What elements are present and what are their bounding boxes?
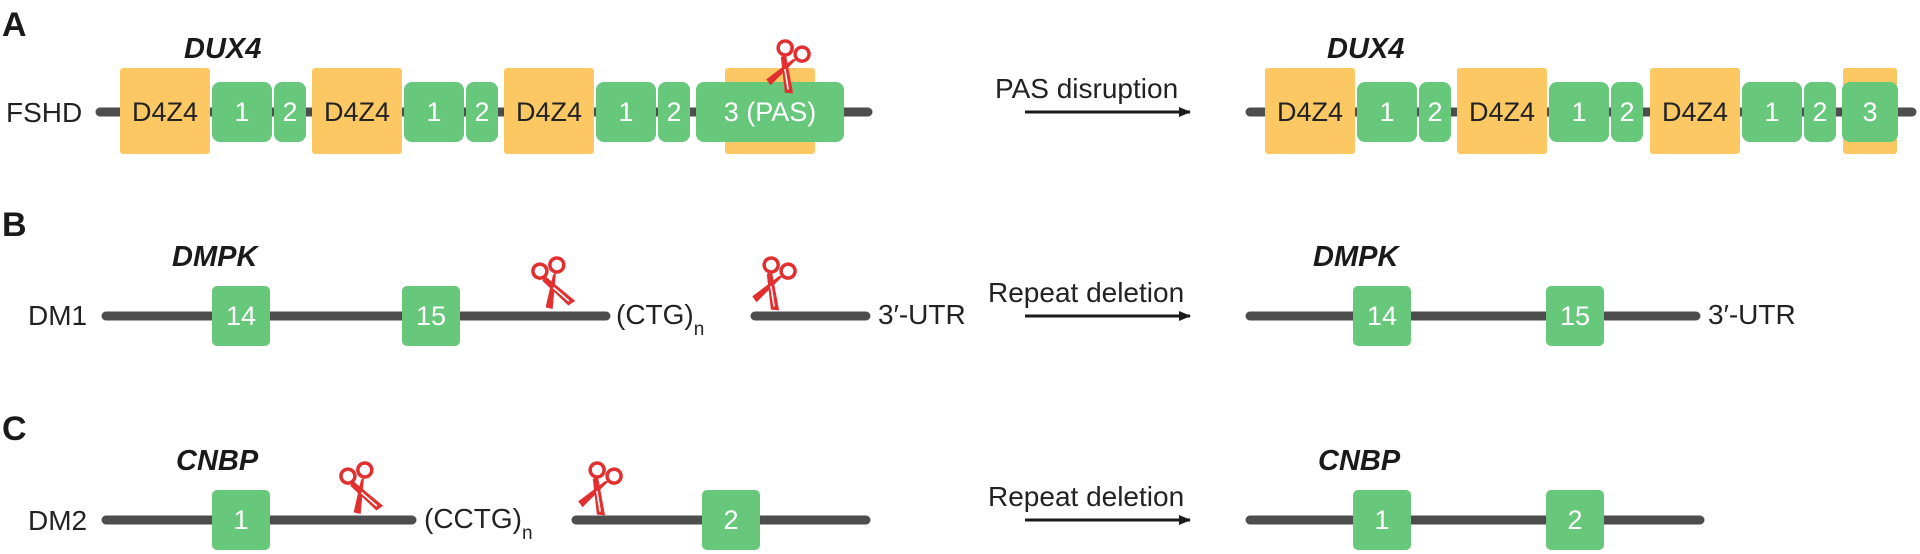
scissors-icon [574, 459, 625, 520]
gene-name-cnbp: CNBP [176, 445, 259, 477]
d4z4-unit [1457, 68, 1547, 154]
exon-box [1611, 82, 1643, 142]
exon-box [702, 490, 760, 550]
row-label-fshd: FSHD [6, 97, 82, 128]
exon-label: 2 [1427, 97, 1442, 127]
exon-label: 2 [1619, 97, 1634, 127]
exon-label: 2 [1812, 97, 1827, 127]
row-label-dm1: DM1 [28, 300, 87, 331]
scissors-icon [748, 254, 799, 315]
exon-box [1353, 490, 1411, 550]
repeat-array-before: D4Z4 1 2 D4Z4 1 2 D4Z4 1 2 3 (PAS) [120, 68, 844, 154]
exon-box [1419, 82, 1451, 142]
utr-label-before: 3′-UTR [878, 299, 966, 330]
exon-box [1549, 82, 1609, 142]
exon-label: 1 [618, 97, 633, 127]
exon-label: 14 [226, 301, 256, 331]
exon-label: 1 [1379, 97, 1394, 127]
scissors-icon [337, 459, 388, 520]
gene-name-dux4: DUX4 [184, 33, 261, 65]
d4z4-unit [1650, 68, 1740, 154]
exon-label: 1 [1571, 97, 1586, 127]
d4z4-unit [312, 68, 402, 154]
exon-label: 14 [1367, 301, 1397, 331]
exon-label: 2 [723, 505, 738, 535]
gene-name-dmpk: DMPK [172, 241, 259, 273]
exon-label: 2 [474, 97, 489, 127]
exons-dmpk-after: 14 15 [1353, 286, 1604, 346]
row-label-dm2: DM2 [28, 505, 87, 536]
arrow-label-pas-disruption: PAS disruption [995, 73, 1178, 104]
exon-box [1546, 286, 1604, 346]
panel-letter-b: B [2, 206, 27, 244]
d4z4-label: D4Z4 [1469, 97, 1535, 127]
gene-name-dmpk-after: DMPK [1313, 241, 1400, 273]
exon-3-label: 3 (PAS) [724, 97, 817, 127]
repeat-cctg: (CCTG)n [424, 503, 533, 544]
exon-3 [1842, 82, 1898, 142]
exon-box [1546, 490, 1604, 550]
panel-letter-a: A [2, 6, 27, 44]
exon-label: 1 [1764, 97, 1779, 127]
d4z4-label: D4Z4 [132, 97, 198, 127]
panel-letter-c: C [2, 410, 27, 448]
arrow-label-repeat-deletion-b: Repeat deletion [988, 277, 1184, 308]
gene-name-cnbp-after: CNBP [1318, 445, 1401, 477]
exon-box [212, 490, 270, 550]
exon-box [658, 82, 690, 142]
exon-box [1742, 82, 1802, 142]
d4z4-label: D4Z4 [324, 97, 390, 127]
exon-label: 2 [666, 97, 681, 127]
exon-label: 1 [233, 505, 248, 535]
exon-label: 2 [282, 97, 297, 127]
exon-box [212, 286, 270, 346]
exon-box [1804, 82, 1836, 142]
exon-label: 2 [1567, 505, 1582, 535]
exon-box [1357, 82, 1417, 142]
d4z4-label: D4Z4 [1662, 97, 1728, 127]
repeat-ctg: (CTG)n [616, 299, 704, 340]
scissors-icon [529, 254, 580, 315]
d4z4-unit [1265, 68, 1355, 154]
repeat-array-after: D4Z4 1 2 D4Z4 1 2 D4Z4 1 2 3 [1265, 68, 1898, 154]
arrow-label-repeat-deletion-c: Repeat deletion [988, 481, 1184, 512]
exon-box [404, 82, 464, 142]
exon-box [1353, 286, 1411, 346]
exon-3-label: 3 [1862, 97, 1877, 127]
exon-box [466, 82, 498, 142]
utr-label-after: 3′-UTR [1708, 299, 1796, 330]
exon-label: 15 [416, 301, 446, 331]
exon-label: 15 [1560, 301, 1590, 331]
exon-label: 1 [426, 97, 441, 127]
exon-box [274, 82, 306, 142]
exon-box [212, 82, 272, 142]
exon-label: 1 [234, 97, 249, 127]
exon-label: 1 [1374, 505, 1389, 535]
d4z4-unit [120, 68, 210, 154]
exons-dmpk-before: 14 15 [212, 286, 460, 346]
d4z4-label: D4Z4 [516, 97, 582, 127]
exon-3 [696, 82, 844, 142]
d4z4-label: D4Z4 [1277, 97, 1343, 127]
exon-box [402, 286, 460, 346]
exon-box [596, 82, 656, 142]
gene-name-dux4-after: DUX4 [1327, 33, 1404, 65]
d4z4-unit [504, 68, 594, 154]
